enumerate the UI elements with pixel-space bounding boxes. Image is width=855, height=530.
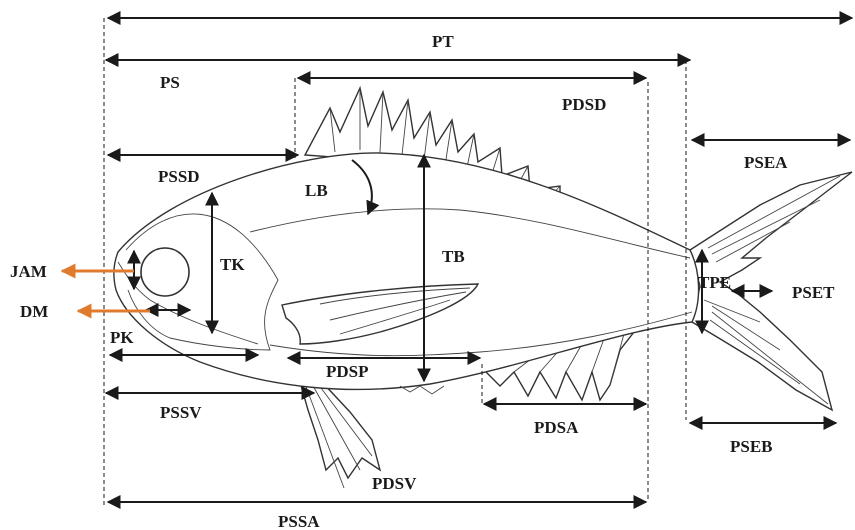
label-pdsp: PDSP: [326, 362, 369, 381]
label-pdsd: PDSD: [562, 95, 606, 114]
label-pssv: PSSV: [160, 403, 202, 422]
eye: [141, 248, 189, 296]
label-dm: DM: [20, 302, 48, 321]
label-lb: LB: [305, 181, 328, 200]
label-pset: PSET: [792, 283, 835, 302]
label-psea: PSEA: [744, 153, 788, 172]
label-jam: JAM: [10, 262, 47, 281]
label-ps: PS: [160, 73, 180, 92]
label-tpe: TPE: [698, 273, 731, 292]
label-pk: PK: [110, 328, 134, 347]
label-pdsa: PDSA: [534, 418, 579, 437]
label-pseb: PSEB: [730, 437, 773, 456]
label-pt: PT: [432, 32, 454, 51]
label-tk: TK: [220, 255, 245, 274]
label-pdsv: PDSV: [372, 474, 417, 493]
label-pssa: PSSA: [278, 512, 320, 530]
label-pssd: PSSD: [158, 167, 200, 186]
pelvic-fin: [300, 382, 380, 478]
label-tb: TB: [442, 247, 465, 266]
fish-illustration: [114, 88, 852, 488]
